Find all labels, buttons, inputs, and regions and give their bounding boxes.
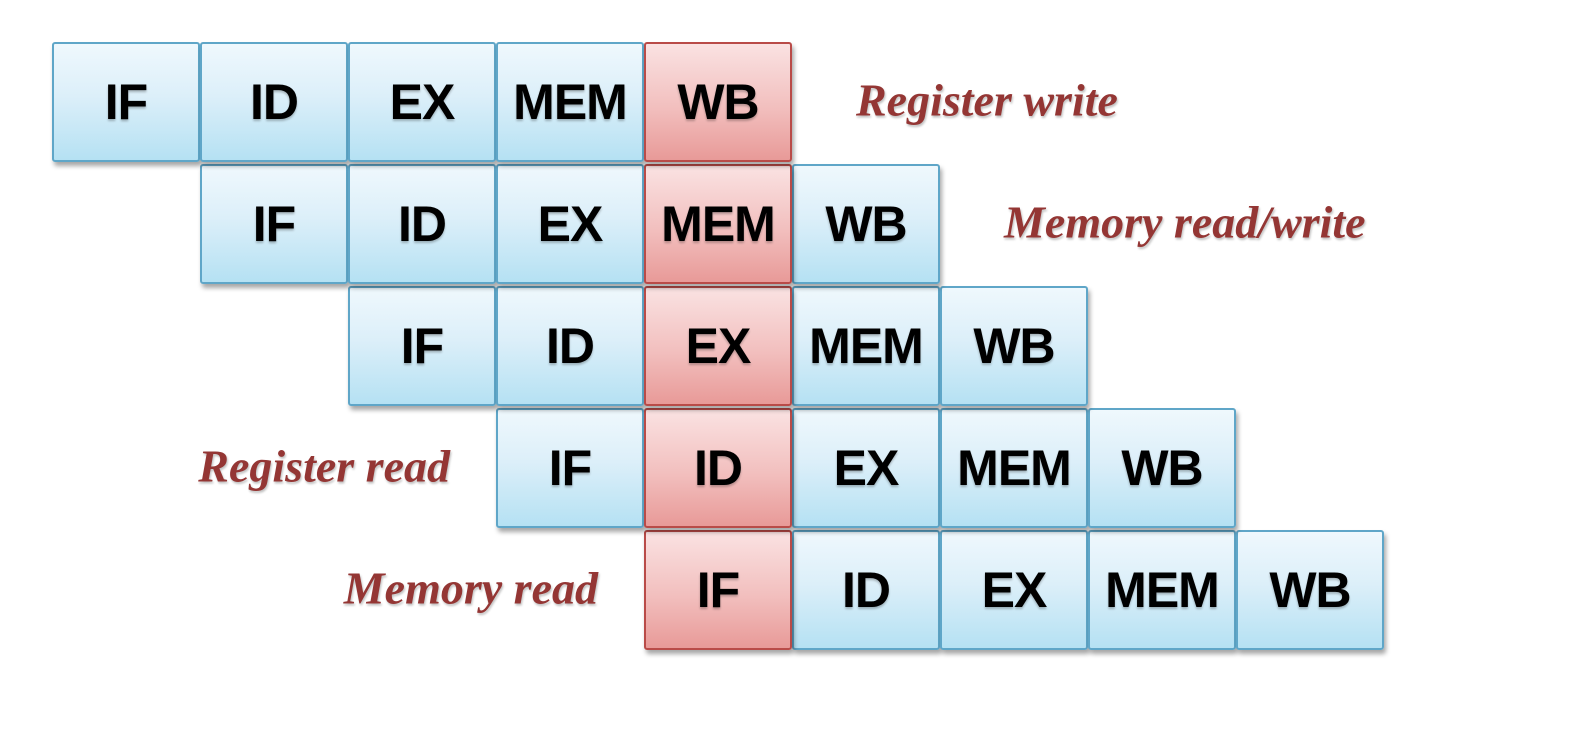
pipeline-cell-row1-wb-highlighted: WB bbox=[644, 42, 792, 162]
pipeline-cell-row1-ex: EX bbox=[348, 42, 496, 162]
label-register-write: Register write bbox=[856, 74, 1118, 126]
pipeline-cell-row2-mem-highlighted: MEM bbox=[644, 164, 792, 284]
pipeline-cell-row1-mem: MEM bbox=[496, 42, 644, 162]
pipeline-cell-row4-if: IF bbox=[496, 408, 644, 528]
pipeline-cell-row2-id: ID bbox=[348, 164, 496, 284]
label-memory-read-write: Memory read/write bbox=[1004, 196, 1366, 248]
pipeline-cell-row2-wb: WB bbox=[792, 164, 940, 284]
pipeline-cell-row5-mem: MEM bbox=[1088, 530, 1236, 650]
pipeline-cell-row2-if: IF bbox=[200, 164, 348, 284]
pipeline-cell-row4-mem: MEM bbox=[940, 408, 1088, 528]
pipeline-cell-row3-mem: MEM bbox=[792, 286, 940, 406]
pipeline-cell-row3-ex-highlighted: EX bbox=[644, 286, 792, 406]
pipeline-cell-row2-ex: EX bbox=[496, 164, 644, 284]
pipeline-cell-row3-if: IF bbox=[348, 286, 496, 406]
pipeline-cell-row4-ex: EX bbox=[792, 408, 940, 528]
pipeline-cell-row5-wb: WB bbox=[1236, 530, 1384, 650]
pipeline-cell-row5-if-highlighted: IF bbox=[644, 530, 792, 650]
pipeline-cell-row3-id: ID bbox=[496, 286, 644, 406]
pipeline-cell-row4-wb: WB bbox=[1088, 408, 1236, 528]
pipeline-cell-row1-if: IF bbox=[52, 42, 200, 162]
pipeline-cell-row5-ex: EX bbox=[940, 530, 1088, 650]
pipeline-cell-row1-id: ID bbox=[200, 42, 348, 162]
pipeline-cell-row5-id: ID bbox=[792, 530, 940, 650]
pipeline-cell-row4-id-highlighted: ID bbox=[644, 408, 792, 528]
label-memory-read: Memory read bbox=[343, 562, 598, 614]
pipeline-cell-row3-wb: WB bbox=[940, 286, 1088, 406]
label-register-read: Register read bbox=[198, 440, 450, 492]
